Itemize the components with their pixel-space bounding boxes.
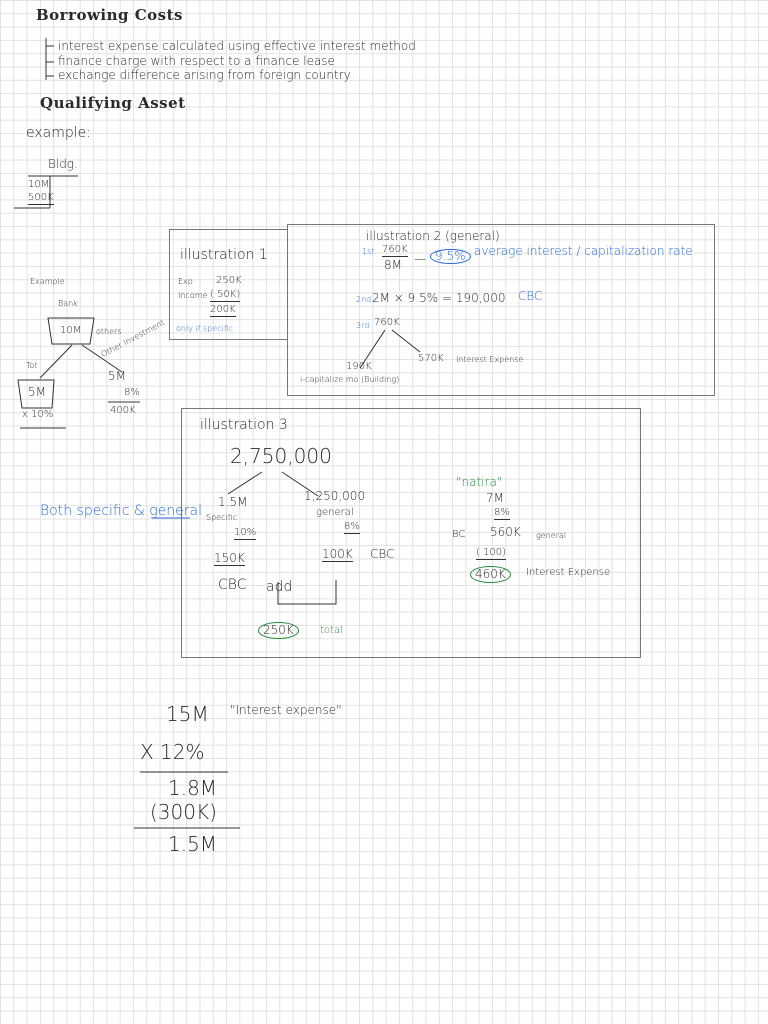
step1-label: 1st <box>362 247 375 256</box>
header-item-3: exchange difference arising from foreign… <box>58 68 351 82</box>
illustration-1-title: illustration 1 <box>180 247 268 263</box>
rate-denominator: 8M <box>384 258 402 272</box>
step2-label: 2nd <box>356 295 372 304</box>
right-leaf-note: Interest Expense <box>456 355 524 364</box>
step2-calc: 2M × 9.5% = 190,000 <box>372 291 506 305</box>
rate-note: average interest / capitalization rate <box>474 244 693 258</box>
left-cbc: CBC <box>218 577 247 593</box>
exp-label: Exp <box>178 277 193 286</box>
bc-label: BC <box>452 529 466 540</box>
right-rate: 8% <box>344 521 360 534</box>
step3-value: 760K <box>374 317 400 328</box>
right-cbc: CBC <box>370 547 395 561</box>
right-branch-result: 400K <box>110 405 136 416</box>
left-type: Specific <box>206 513 238 522</box>
bottom-value: 15M <box>166 702 209 726</box>
natira-amount: 7M <box>486 491 504 505</box>
step2-cbc: CBC <box>518 289 543 303</box>
bldg-label: Bldg. <box>48 157 78 171</box>
step3-label: 3rd <box>356 321 370 330</box>
left-branch-label: Tot <box>26 361 38 370</box>
exp-value: 250K <box>216 275 242 286</box>
left-result: 150K <box>214 551 245 566</box>
illustration-3-box <box>181 408 641 658</box>
natira-rate: 8% <box>494 507 510 520</box>
other-investment-label: Other Investment <box>99 317 167 360</box>
section-title: Qualifying Asset <box>40 94 186 112</box>
sum-total: 250K <box>258 622 299 639</box>
income-value: ( 50K) <box>210 289 241 302</box>
left-example-label: Example <box>30 277 65 286</box>
illustration-2-box <box>287 224 715 396</box>
natira-result: 460K <box>470 566 511 583</box>
illustration-1-note: only if specific <box>176 324 234 333</box>
bottom-result: 1.8M <box>168 776 218 800</box>
right-result: 100K <box>322 547 353 562</box>
side-note: Both specific & general <box>40 503 202 519</box>
bank-label: Bank <box>58 299 78 308</box>
bc-value: 560K <box>490 525 521 539</box>
right-type: general <box>316 507 354 518</box>
bldg-value-1: 10M <box>28 179 50 190</box>
bldg-value-2: 500K <box>28 192 54 205</box>
natira-label: "natira" <box>456 475 503 489</box>
sum-label: total <box>320 625 343 636</box>
loan-value: 10M <box>60 325 82 336</box>
natira-result-label: Interest Expense <box>526 567 611 578</box>
illustration-1-result: 200K <box>210 304 236 317</box>
income-label: Income <box>178 291 208 300</box>
left-rate: 10% <box>234 527 257 540</box>
left-leaf: 190K <box>346 361 372 372</box>
left-leaf-note: i-capitalize mo (Building) <box>300 375 400 384</box>
average-rate: 9.5% <box>430 249 471 264</box>
example-label: example: <box>26 125 91 141</box>
bottom-label: "Interest expense" <box>230 703 342 717</box>
left-branch-value: 5M <box>28 385 46 399</box>
rate-numerator: 760K <box>382 244 408 257</box>
bottom-rate: X 12% <box>140 740 205 764</box>
page-title: Borrowing Costs <box>36 6 183 24</box>
add-label: add <box>266 579 293 595</box>
left-amount: 1.5M <box>218 495 248 509</box>
header-item-2: finance charge with respect to a finance… <box>58 54 335 68</box>
illustration-3-title: illustration 3 <box>200 417 288 433</box>
right-branch-rate: 8% <box>124 387 140 398</box>
illustration-2-title: illustration 2 (general) <box>366 229 500 243</box>
bottom-final: 1.5M <box>168 832 218 856</box>
header-item-1: interest expense calculated using effect… <box>58 39 416 53</box>
right-branch-value: 5M <box>108 369 126 383</box>
others-label: others <box>96 327 122 336</box>
bc-type: general <box>536 531 567 540</box>
total-amount: 2,750,000 <box>230 444 332 468</box>
right-leaf: 570K <box>418 353 444 364</box>
left-branch-rate: x 10% <box>22 409 54 420</box>
bottom-less: (300K) <box>150 800 217 824</box>
right-amount: 1,250,000 <box>304 489 366 503</box>
natira-less: ( 100) <box>476 547 507 560</box>
